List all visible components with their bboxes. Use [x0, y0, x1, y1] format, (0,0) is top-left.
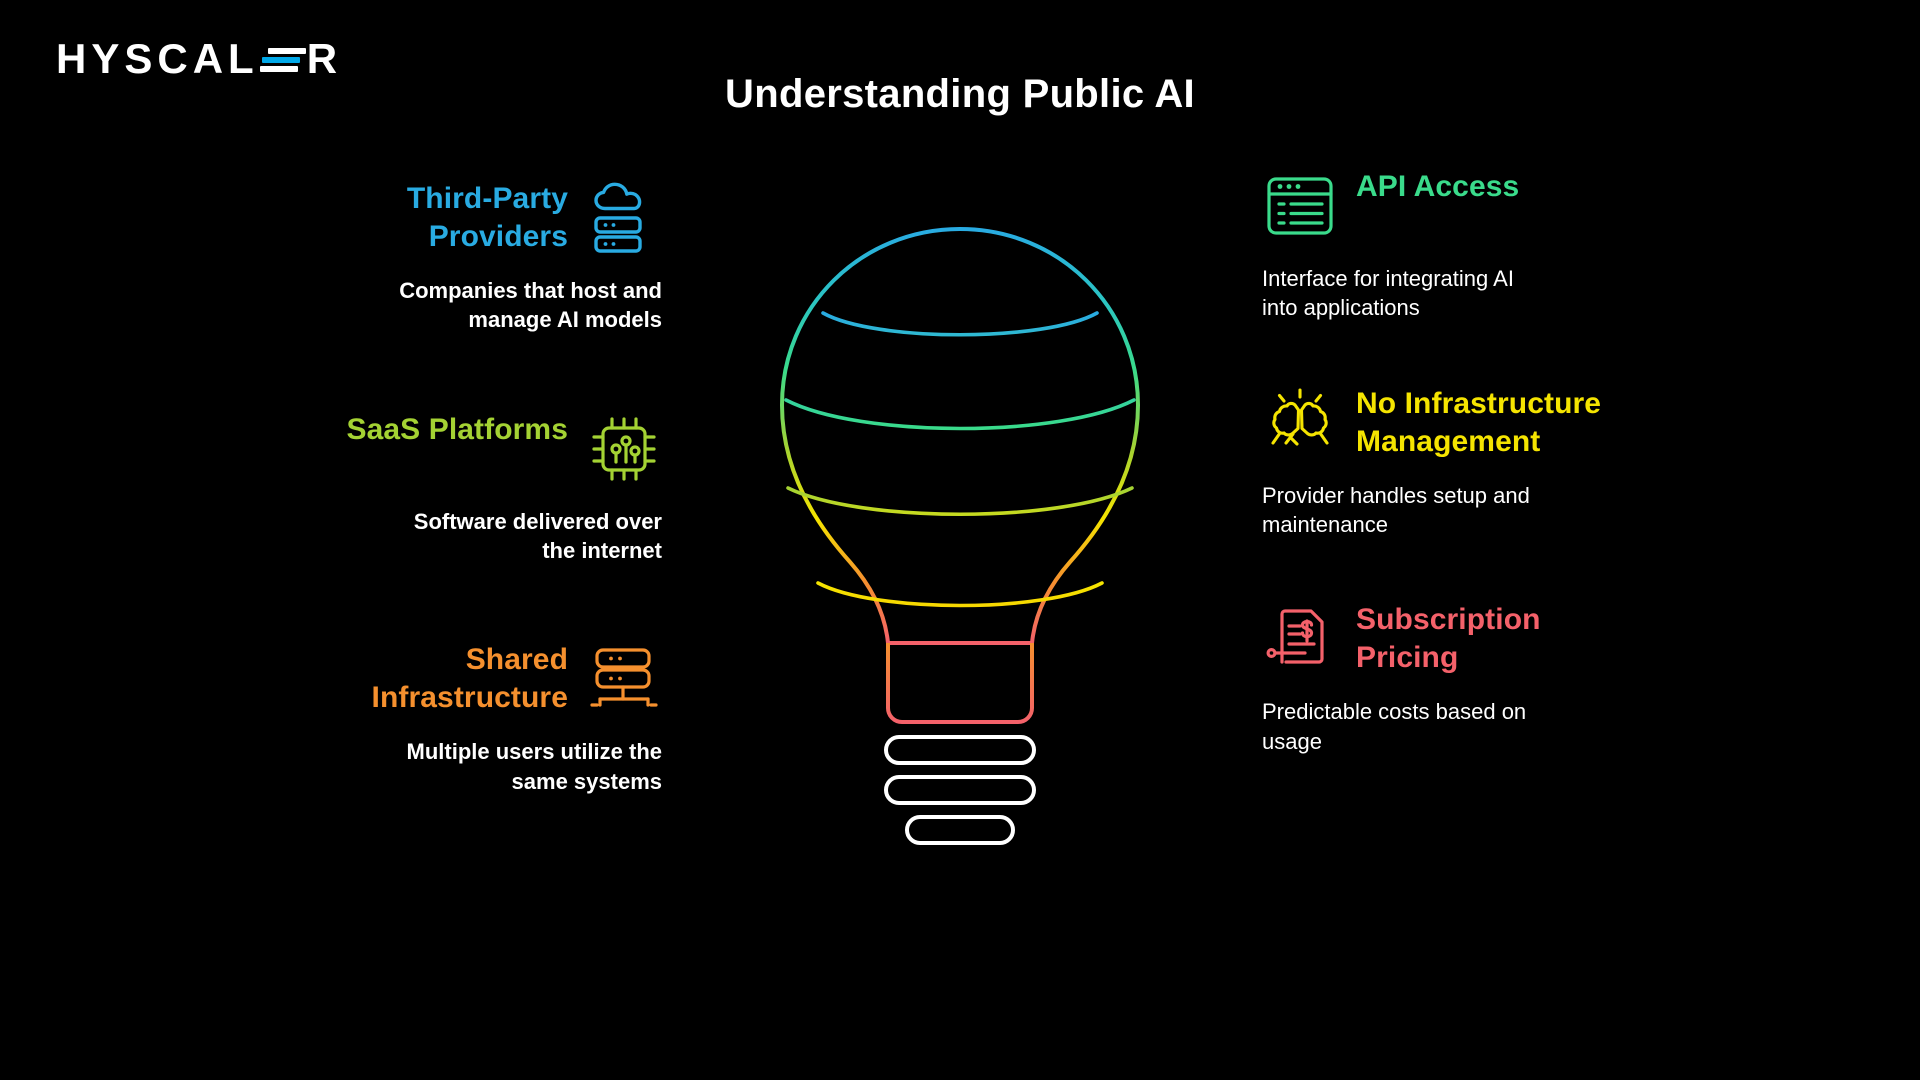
feature-subscription-pricing: Subscription Pricing Predictable costs b…: [1262, 601, 1692, 756]
logo-e-glyph-icon: [259, 38, 306, 80]
fist-bump-icon: [1262, 385, 1338, 461]
feature-shared-infrastructure: Shared Infrastructure: [232, 641, 662, 796]
feature-api-access: API Access Interface for integrating AI …: [1262, 168, 1692, 323]
feature-heading-row: Subscription Pricing: [1262, 601, 1692, 677]
logo-text-right: R: [306, 35, 343, 82]
feature-title: No Infrastructure Management: [1356, 386, 1602, 458]
feature-description: Companies that host and manage AI models: [399, 278, 662, 333]
feature-description: Predictable costs based on usage: [1262, 699, 1527, 754]
feature-title: Subscription Pricing: [1356, 603, 1541, 675]
feature-description: Software delivered over the internet: [413, 508, 662, 563]
feature-heading-row: SaaS Platforms: [232, 411, 662, 487]
feature-title: Third-Party Providers: [406, 182, 568, 254]
cloud-server-icon: [586, 180, 662, 256]
invoice-dollar-icon: [1262, 601, 1338, 677]
feature-no-infrastructure-management: No Infrastructure Management Provider ha…: [1262, 385, 1692, 540]
server-network-icon: [586, 641, 662, 717]
lightbulb-illustration: [710, 215, 1210, 935]
feature-description: Interface for integrating AI into applic…: [1262, 266, 1514, 321]
feature-title: SaaS Platforms: [346, 412, 568, 446]
feature-heading-row: API Access: [1262, 168, 1692, 244]
feature-heading-row: Shared Infrastructure: [232, 641, 662, 717]
browser-list-icon: [1262, 168, 1338, 244]
feature-heading-row: Third-Party Providers: [232, 180, 662, 256]
feature-description: Provider handles setup and maintenance: [1262, 482, 1530, 537]
cpu-chip-icon: [586, 411, 662, 487]
feature-title: Shared Infrastructure: [371, 643, 568, 715]
right-feature-column: API Access Interface for integrating AI …: [1262, 168, 1692, 756]
feature-third-party-providers: Third-Party Providers Companies that hos…: [232, 180, 662, 335]
feature-title: API Access: [1356, 170, 1520, 203]
logo-text-left: HYSCAL: [56, 35, 259, 82]
left-feature-column: Third-Party Providers Companies that hos…: [232, 180, 663, 796]
feature-saas-platforms: SaaS Platforms Software delive: [232, 411, 663, 566]
brand-logo: HYSCAL R: [56, 38, 342, 80]
page-title: Understanding Public AI: [725, 72, 1195, 116]
feature-description: Multiple users utilize the same systems: [406, 739, 662, 794]
feature-heading-row: No Infrastructure Management: [1262, 385, 1692, 461]
